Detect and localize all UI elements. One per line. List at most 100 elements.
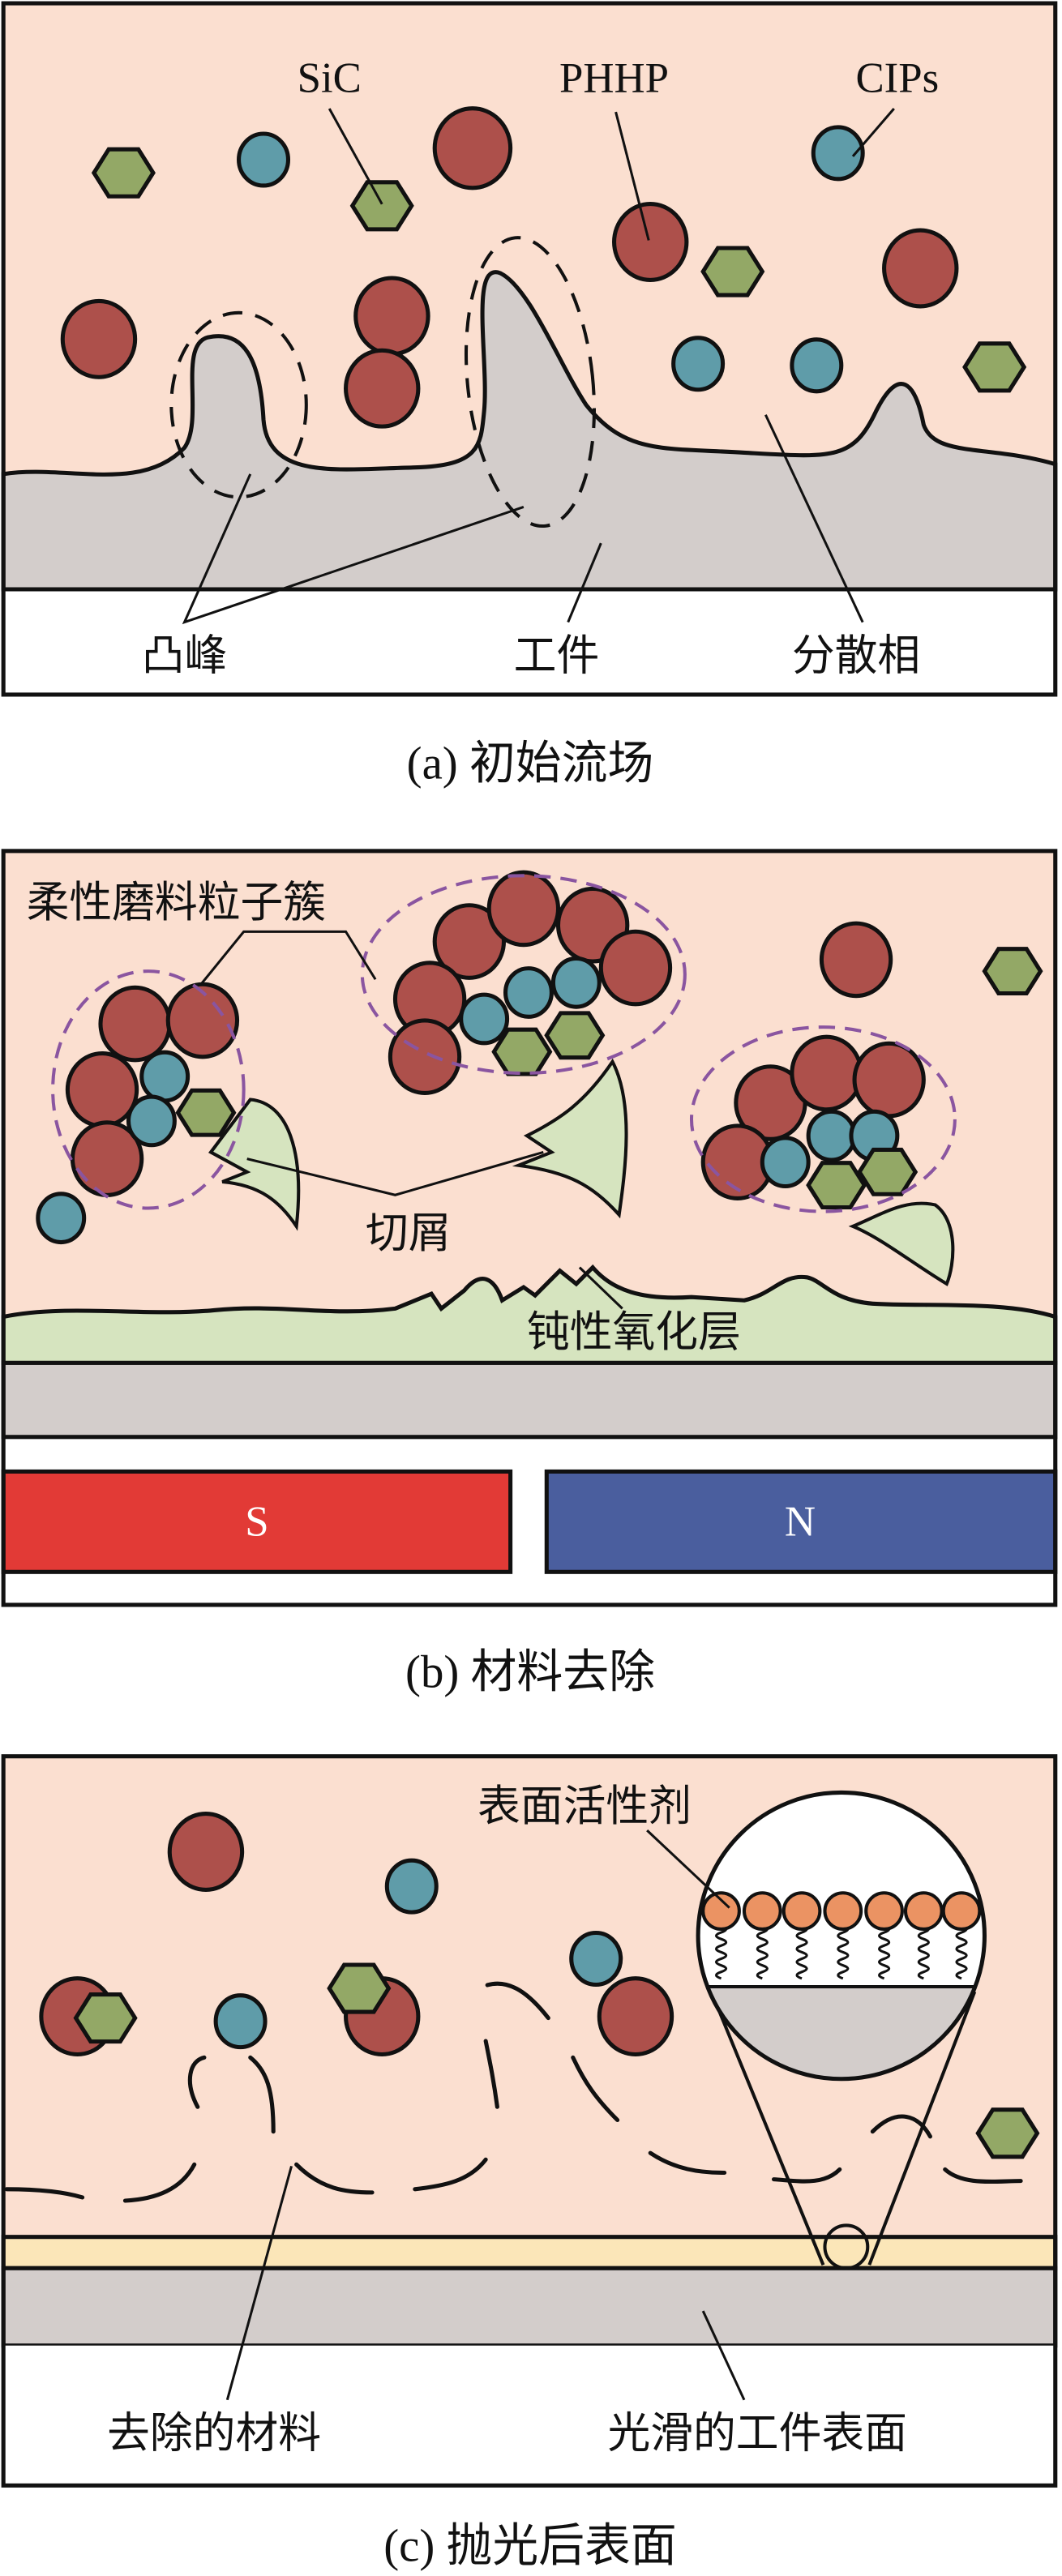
sic-particle xyxy=(327,1962,392,2014)
chip xyxy=(848,1201,955,1286)
label-workpiece: 工件 xyxy=(514,632,600,679)
cips-particle xyxy=(459,992,510,1046)
panel-b-frame xyxy=(1,849,1058,1607)
phhp-particle xyxy=(65,1051,139,1128)
magnet-n-label: N xyxy=(785,1499,816,1546)
sic-particle xyxy=(91,147,156,199)
cips-particle xyxy=(550,956,602,1009)
panel-c-frame xyxy=(1,1754,1058,2488)
removed-material-fragments xyxy=(4,1981,1023,2203)
label-removed-material: 去除的材料 xyxy=(107,2411,321,2458)
workpiece xyxy=(1,270,1058,592)
label-cips: CIPs xyxy=(855,55,939,102)
leader-lines xyxy=(225,1829,746,2401)
phhp-particle xyxy=(882,228,959,309)
phhp-particle xyxy=(819,921,893,999)
leader-lines xyxy=(182,108,895,625)
phhp-particle xyxy=(167,1812,245,1892)
sic-particle xyxy=(806,1161,867,1210)
chip xyxy=(512,1058,628,1219)
phhp-particle xyxy=(612,202,689,282)
cluster-outlines xyxy=(51,874,957,1213)
polished-layer xyxy=(1,2235,1058,2270)
workpiece xyxy=(1,1360,1058,1440)
phhp-particle xyxy=(353,276,430,357)
surfactant-head xyxy=(864,1891,904,1931)
cips-particle xyxy=(569,1930,623,1988)
surfactant-head xyxy=(941,1891,982,1931)
caption-c: (c) 抛光后表面 xyxy=(383,2521,677,2572)
cips-particle xyxy=(213,1993,268,2050)
surfactant-head xyxy=(782,1891,822,1931)
phhp-particle xyxy=(165,982,240,1059)
sic-particle xyxy=(175,1088,237,1137)
cips-particle xyxy=(760,1136,811,1189)
cips-particle xyxy=(237,131,291,188)
cluster-outline xyxy=(689,1025,957,1213)
cips-particle xyxy=(671,336,726,392)
label-phhp: PHHP xyxy=(559,55,669,102)
sic-particle xyxy=(975,2107,1040,2159)
surfactant-tail xyxy=(917,1924,930,1980)
label-passive-layer: 钝性氧化层 xyxy=(527,1309,741,1356)
cips-particle xyxy=(811,125,865,182)
phhp-particle xyxy=(597,1976,674,2057)
surfactant-head xyxy=(903,1891,944,1931)
sic-particle xyxy=(349,180,414,232)
phhp-particle xyxy=(432,106,513,190)
caption-b: (b) 材料去除 xyxy=(405,1646,655,1697)
phhp-particle xyxy=(852,1041,926,1119)
sic-particle xyxy=(857,1147,919,1196)
cips-particle xyxy=(806,1109,857,1162)
surfactant-magnifier xyxy=(696,1790,987,2270)
surfactant-tail xyxy=(877,1924,891,1980)
magnet-s-label: S xyxy=(245,1499,268,1546)
phhp-particle xyxy=(432,903,507,980)
magnifier-circle xyxy=(696,1790,987,2082)
label-surfactant: 表面活性剂 xyxy=(477,1783,692,1830)
surfactant-head xyxy=(742,1891,782,1931)
panel-a-frame xyxy=(1,1,1058,697)
magnet-n xyxy=(544,1469,1058,1574)
surfactant-tail xyxy=(795,1924,808,1980)
caption-a: (a) 初始流场 xyxy=(407,738,654,789)
phhp-particle xyxy=(598,929,673,1007)
peak-highlight xyxy=(169,310,308,499)
leader-lines xyxy=(199,930,623,1310)
passive-oxide-layer xyxy=(1,1264,1058,1365)
cluster-outline xyxy=(360,874,687,1076)
label-peak: 凸峰 xyxy=(142,632,228,679)
magnet-s xyxy=(1,1469,513,1574)
sic-particle xyxy=(544,1011,606,1060)
label-cluster: 柔性磨料粒子簇 xyxy=(27,879,326,926)
label-chips: 切屑 xyxy=(366,1210,452,1257)
surfactant-head xyxy=(823,1891,863,1931)
cips-particle xyxy=(139,1050,191,1103)
sic-particle xyxy=(700,246,765,297)
surfactant-head xyxy=(701,1891,741,1931)
sic-particle xyxy=(982,947,1043,996)
panel-b: S N 柔性磨料粒子簇 切屑 钝性氧化层 (b) 材料去除 xyxy=(1,849,1058,1697)
phhp-particle xyxy=(388,1018,462,1096)
phhp-particle xyxy=(344,348,421,429)
cips-particle xyxy=(384,1858,439,1915)
cips-particle xyxy=(790,337,844,394)
surfactant-tail xyxy=(837,1924,850,1980)
cluster-outline xyxy=(51,969,246,1210)
panel-c: 表面活性剂 去除的材料 光滑的工件表面 (c) 抛光后表面 xyxy=(1,1754,1058,2572)
label-dispersed-phase: 分散相 xyxy=(792,632,920,679)
magnified-spot xyxy=(823,2223,870,2270)
surfactant-tail xyxy=(714,1924,728,1980)
base-white xyxy=(3,588,1056,695)
phhp-particle xyxy=(790,1034,863,1112)
chip xyxy=(208,1098,301,1231)
cips-particle xyxy=(36,1192,87,1245)
workpiece xyxy=(1,2266,1058,2348)
label-sic: SiC xyxy=(298,55,362,102)
sic-particle xyxy=(73,1992,138,2044)
surfactant-tail xyxy=(756,1924,769,1980)
label-smooth-surface: 光滑的工件表面 xyxy=(607,2411,906,2458)
phhp-particle xyxy=(60,298,138,379)
sic-particle xyxy=(962,341,1027,393)
panel-a: SiC PHHP CIPs 凸峰 工件 分散相 (a) 初始流场 xyxy=(1,1,1058,789)
